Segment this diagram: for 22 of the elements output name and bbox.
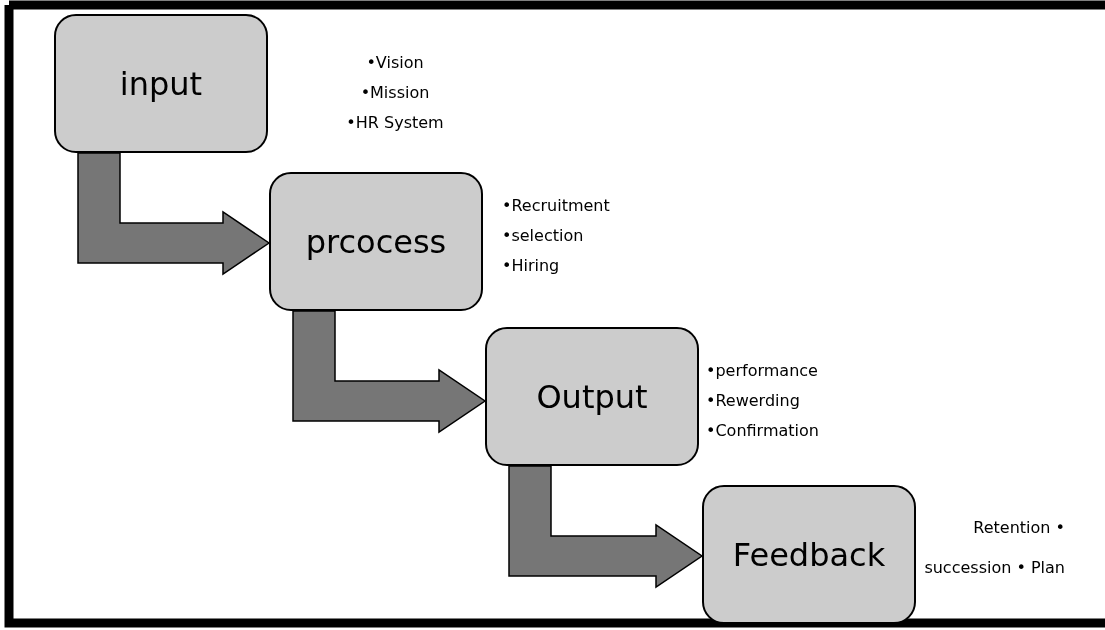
bullet-item: •selection — [502, 225, 585, 247]
bullet-item: •Vision — [365, 52, 425, 74]
process-box — [269, 172, 483, 311]
process-box — [485, 327, 699, 466]
box-label: prcocess — [305, 222, 447, 261]
bullet-item: •Mission — [359, 82, 431, 104]
bent-arrow — [77, 152, 271, 276]
bullet-item: •Confirmation — [706, 420, 820, 442]
bullet-item: •Recruitment — [502, 195, 611, 217]
bent-arrow — [292, 310, 487, 434]
bullet-item: •performance — [706, 360, 819, 382]
bullet-item: succession • Plan — [923, 557, 1065, 579]
bullet-item: •Hiring — [502, 255, 561, 277]
box-label: input — [119, 64, 203, 103]
process-box — [702, 485, 916, 624]
bullet-item: Retention • — [972, 517, 1065, 539]
process-box — [54, 14, 268, 153]
bent-arrow — [508, 465, 704, 589]
box-label: Feedback — [732, 535, 886, 574]
bullet-item: •Rewerding — [706, 390, 801, 412]
box-label: Output — [536, 377, 648, 416]
bullet-item: •HR System — [345, 112, 445, 134]
